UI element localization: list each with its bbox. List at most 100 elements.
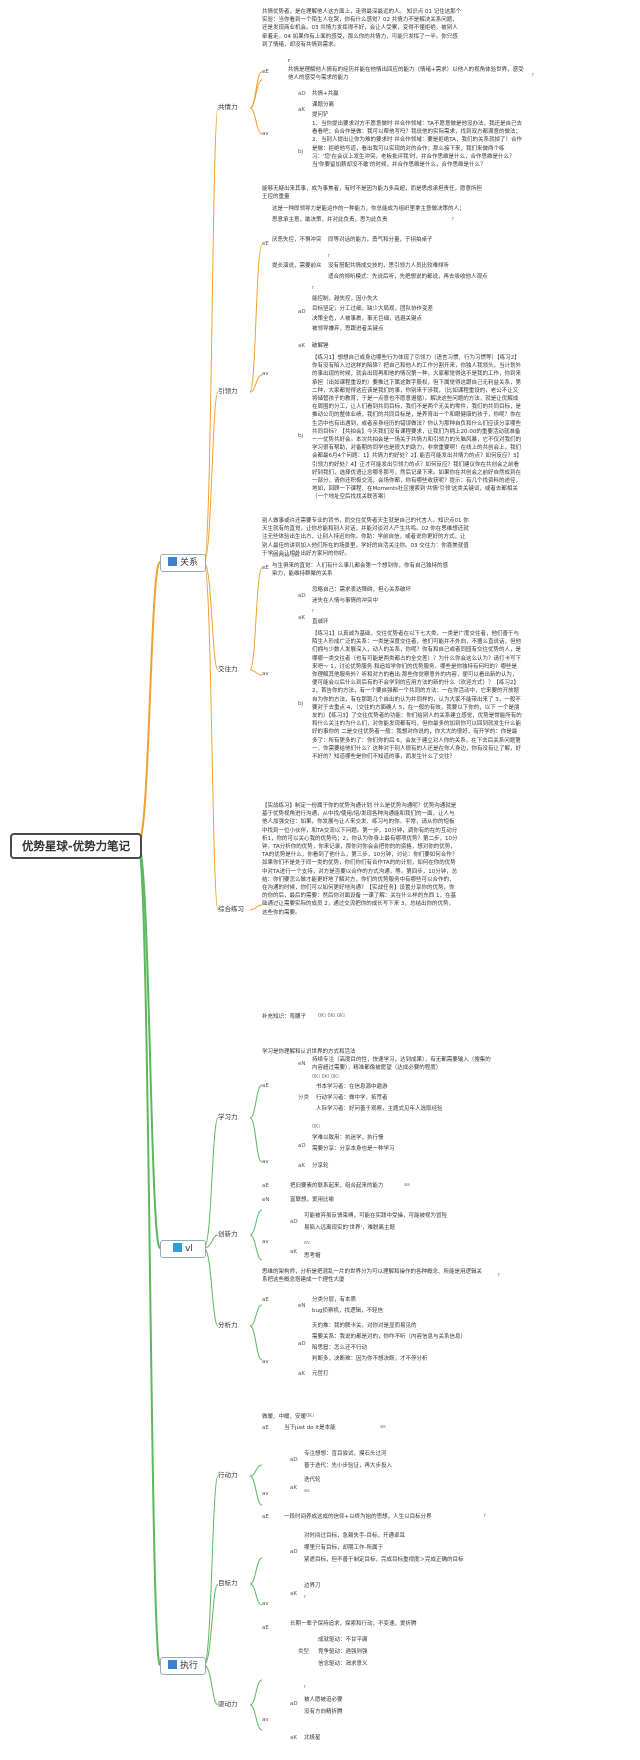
yinling-aK[interactable]: aK <box>298 343 305 349</box>
jiaoyou-eE[interactable]: eE <box>262 565 269 571</box>
gongqing-aD[interactable]: aD <box>298 91 306 97</box>
mubiao-aK[interactable]: aK <box>290 1591 297 1597</box>
yinling-eE-flag: r <box>452 216 455 222</box>
branch-jiaoyou[interactable]: 交往力 <box>218 665 238 673</box>
xuexi-eN[interactable]: eN <box>298 1061 306 1067</box>
puzzle-icon <box>167 1660 177 1669</box>
chuangxin-aK[interactable]: aK <box>290 1249 297 1255</box>
xuexi-aE[interactable]: aE <box>262 1083 269 1089</box>
branch-xuexi[interactable]: 学习力 <box>218 1113 238 1121</box>
mubiao-av[interactable]: av <box>262 1601 269 1607</box>
zonghe-supplement[interactable]: 补充知识：弯腰子 <box>262 1014 307 1020</box>
xingdong-intro: 做暖、中暖、安暖 <box>262 1414 307 1420</box>
jiaoyou-bj[interactable]: bj <box>298 701 304 707</box>
chuangxin-aK-item: 思考帽 <box>304 1253 321 1259</box>
fenxi-aD[interactable]: aD <box>298 1341 306 1347</box>
jiaoyou-av[interactable]: av <box>262 671 269 677</box>
gongqing-aD-item: 共情+共赢 <box>312 91 339 97</box>
yinling-av[interactable]: av <box>262 371 269 377</box>
gongqing-eE[interactable]: eE <box>262 69 269 75</box>
fenxi-av[interactable]: av <box>262 1359 269 1365</box>
branch-qudong[interactable]: 驱动力 <box>218 1700 238 1708</box>
fenxi-aD-item-3: 陷思窟：怎么还不行动 <box>312 1345 368 1351</box>
fenxi-eN-item-1: 分类分层，有本质 <box>312 1297 357 1303</box>
main-node-vl[interactable]: vl <box>160 1240 206 1258</box>
chuangxin-eN[interactable]: eN <box>262 1197 270 1203</box>
chuangxin-aE[interactable]: aE <box>262 1183 269 1189</box>
branch-gongqing[interactable]: 共情力 <box>218 103 238 111</box>
xingdong-aE[interactable]: aE <box>262 1425 269 1431</box>
telegram-icon <box>173 1243 183 1252</box>
mubiao-aE-text: 一段时间养成这成的信仰+以终为始的思想，人生以目标分界 <box>284 1514 432 1520</box>
xuexi-fenlei-item-1: 书本学习者：在信息源中遨游 <box>316 1084 388 1090</box>
fenxi-aD-item-2: 需要关系：我说的都是对的，你咋不听（内容信息与关系信息） <box>312 1334 467 1340</box>
qudong-leixing-item-3: 信念驱动：渴求意义 <box>318 1661 368 1667</box>
chuangxin-aD[interactable]: aD <box>290 1219 298 1225</box>
yinling-bj-text: 【练习1】想想自己或身边哪些行为体现了引领力（语言习惯、行为习惯等）【练习2】你… <box>312 355 522 501</box>
gongqing-av[interactable]: av <box>262 131 269 137</box>
yinling-aD-item-1: 能控制，越失控，因小失大 <box>312 296 379 302</box>
yinling-eE[interactable]: eE <box>262 241 269 247</box>
gongqing-aK[interactable]: aK <box>298 107 305 113</box>
yinling-eE-item-1: 这是一种即领导力是能运作的一种能力，你总能成为组织里拿主意做决策的人； <box>272 206 465 212</box>
branch-mubiao[interactable]: 目标力 <box>218 1579 238 1587</box>
qudong-av[interactable]: av <box>262 1717 269 1723</box>
yinling-aD-item-2: 目标坚定，分工过细，缺少大局观，团队协作变差 <box>312 306 434 312</box>
branch-xingdong[interactable]: 行动力 <box>218 1471 238 1479</box>
chuangxin-aD-item-2: 易陷入远离现实的'世界'，难脱离主题 <box>304 1225 396 1231</box>
flag-icon <box>167 557 177 566</box>
chuangxin-av[interactable]: av <box>262 1239 269 1245</box>
xingdong-aK[interactable]: aK <box>290 1485 297 1491</box>
xingdong-aK-flag: as <box>304 1488 310 1494</box>
branch-chuangxin[interactable]: 创新力 <box>218 1230 238 1238</box>
yinling-intro: 能够无疑出来其事，成为事焦者，有时不是因为能力多高超，而是思虑承担责任，愿意所担… <box>262 186 483 201</box>
yinling-aD[interactable]: aD <box>298 309 306 315</box>
mubiao-aE[interactable]: aE <box>262 1514 269 1520</box>
qudong-aK[interactable]: aK <box>290 1735 297 1741</box>
yinling-bj[interactable]: bj <box>298 433 304 439</box>
connector-root-vl <box>137 843 161 1249</box>
qudong-leixing-item-1: 成就驱动：不甘平庸 <box>318 1637 368 1643</box>
main-node-relation[interactable]: 关系 <box>160 554 206 572</box>
xuexi-aD-item-1: 学难以致用：执迷学，执行慢 <box>312 1135 384 1141</box>
mindmap-root[interactable]: 优势星球-优势力笔记 <box>10 833 142 859</box>
branch-yinling[interactable]: 引领力 <box>218 387 238 395</box>
fenxi-aE[interactable]: aE <box>262 1297 269 1303</box>
jiaoyou-aK-flag: r <box>312 608 315 614</box>
qudong-aD[interactable]: aD <box>290 1701 298 1707</box>
qudong-leixing[interactable]: 类型 <box>298 1649 310 1655</box>
connector-root-exec <box>137 843 161 1666</box>
xuexi-aK-item: 分享轮 <box>312 1163 329 1169</box>
xuexi-aK[interactable]: aK <box>298 1163 305 1169</box>
xuexi-aD[interactable]: aD <box>298 1143 306 1149</box>
xingdong-aD[interactable]: aD <box>290 1457 298 1463</box>
fenxi-eN[interactable]: eN <box>298 1303 306 1309</box>
jiaoyou-aK[interactable]: aK <box>298 615 305 621</box>
qudong-aD-flag: r <box>304 1684 307 1690</box>
xuexi-fenlei-item-2: 行动学习者：做中学，拓荒者 <box>316 1095 388 1101</box>
branch-fenxi[interactable]: 分析力 <box>218 1321 238 1329</box>
xingdong-aE-flag: as <box>380 1424 386 1430</box>
branch-zonghe[interactable]: 综合练习 <box>218 905 244 913</box>
yinling-aD-item-4: 被领导嫌弃，思跟进者关键点 <box>312 326 384 332</box>
qudong-aE[interactable]: aE <box>262 1625 269 1631</box>
mubiao-aD[interactable]: aD <box>290 1549 298 1555</box>
chuangxin-aE-flag: as <box>404 1182 410 1188</box>
xuexi-av[interactable]: av <box>262 1159 269 1165</box>
gongqing-bj[interactable]: bj <box>298 149 304 155</box>
xuexi-fenlei[interactable]: 分类 <box>298 1095 310 1101</box>
jiaoyou-bj-text: 【练习1】以真诚为基础，交往优势者在以下七大类，一类是广度交往者，他们善于与陌生… <box>312 631 522 761</box>
gongqing-eE-r: r <box>288 58 291 64</box>
yinling-aK-item: 破解锤 <box>312 343 329 349</box>
jiaoyou-aD[interactable]: aD <box>298 593 306 599</box>
xingdong-aD-item-1: 专注想想：盲目尝试，摸石头过河 <box>304 1451 387 1457</box>
jiaoyou-eE-def: 与生俱来的直觉：人们有什么事儿都会第一个想到你，你有自己独特的感染力，能维持群聚… <box>272 563 449 578</box>
qudong-aD-item-2: 没有方向精折腾 <box>304 1709 343 1715</box>
xingdong-av[interactable]: av <box>262 1491 269 1497</box>
yinling-aD-item-3: 决策全危，人被事裹，事无巨细，逃避关键点 <box>312 316 423 322</box>
main-node-exec[interactable]: 执行 <box>160 1657 206 1675</box>
xingdong-aK-item: 迭代轮 <box>304 1477 321 1483</box>
xuexi-flag-1: 0Ki 0Ki 0Ki <box>312 1074 339 1080</box>
xingdong-aD-item-2: 善于迭代：先小步验证，再大步投入 <box>304 1463 393 1469</box>
fenxi-aK[interactable]: aK <box>298 1371 305 1377</box>
